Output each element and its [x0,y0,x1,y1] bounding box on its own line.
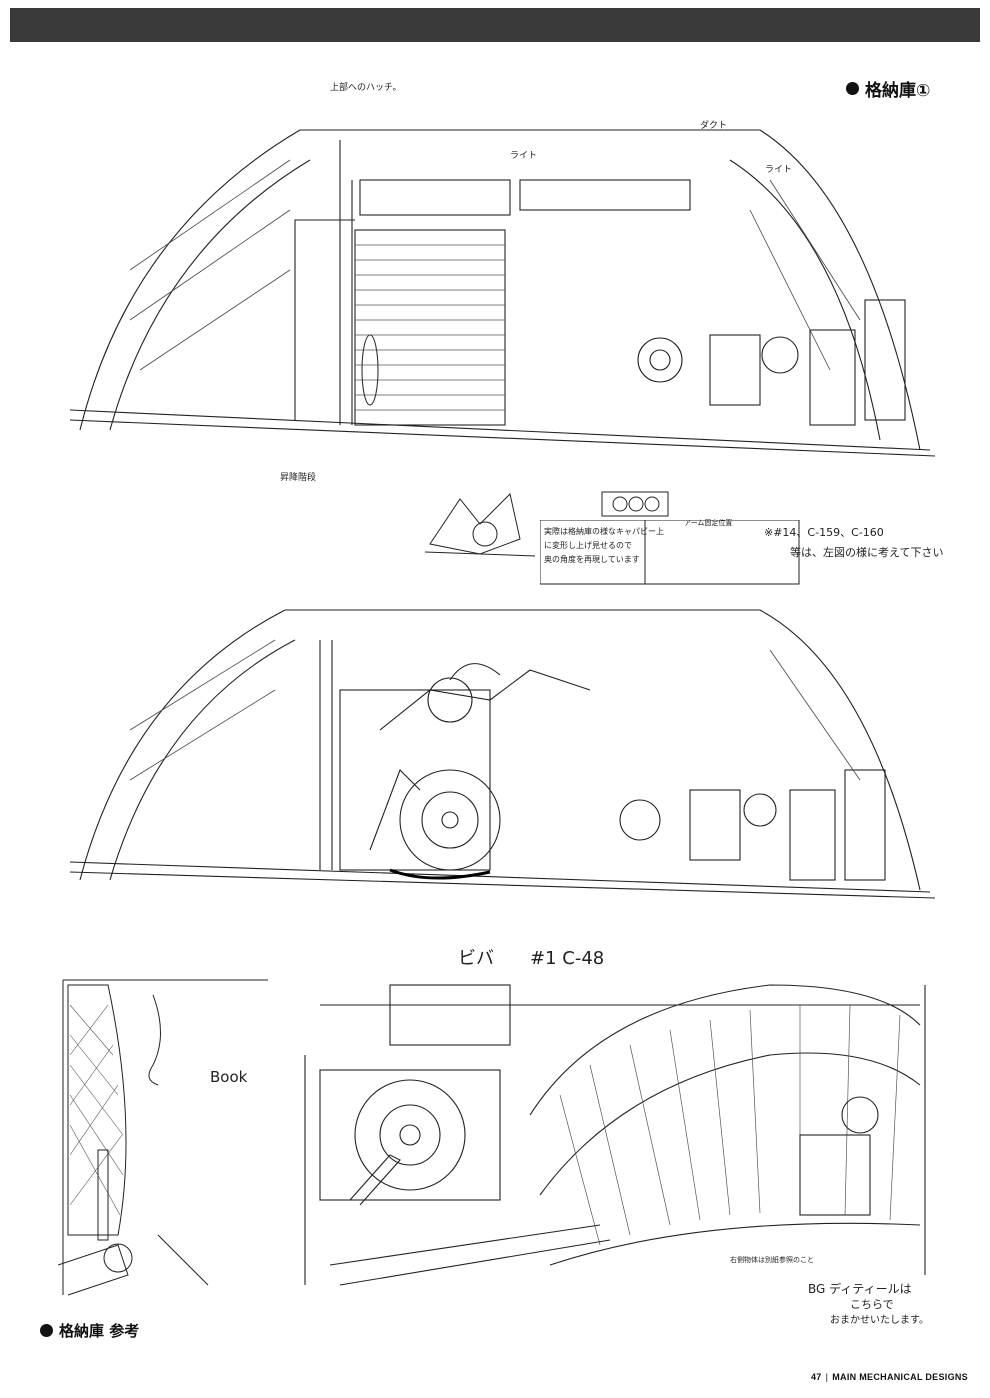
ref-note-line1: 実際は格納庫の様なキャパビー上 [544,527,664,536]
note-box-frame [540,520,800,585]
footer-separator: | [825,1372,829,1382]
hatch-annotation: 上部へのハッチ。 [330,83,402,93]
ref-note-line3: 奥の角度を再現しています [544,555,640,564]
stairs-annotation: 昇降階段 [280,473,317,483]
cut-number-note-2: 等は、左図の様に考えて下さい [790,546,944,559]
section-title: MAIN MECHANICAL DESIGNS [832,1372,968,1382]
bullet-dot [846,82,859,95]
light-annotation-2: ライト [765,165,793,175]
hangar-sketch-with-robot [70,600,935,900]
heading-hangar-1-text: 格納庫① [865,81,931,101]
top-header-bar [10,8,980,42]
panel-icons [600,490,670,518]
heading-hangar-reference-text: 格納庫 参考 [59,1322,140,1340]
reference-sketch-left [58,975,273,1305]
bg-note-line2: こちらで [850,1298,894,1311]
duct-annotation: ダクト [700,121,728,131]
top-cut-annotation: ビバ #1 C-48 [458,948,605,969]
book-annotation: Book [210,1068,248,1086]
heading-hangar-reference: 格納庫 参考 [40,1320,139,1341]
arm-position-note: アーム固定位置 [684,519,733,527]
hangar-sketch-empty [70,120,935,460]
heading-hangar-1: 格納庫① [846,76,930,101]
bg-note-line3: おまかせいたします。 [830,1315,929,1326]
bullet-dot [40,1324,53,1337]
corridor-sketch [300,965,935,1300]
small-corridor-note: 右側物体は別紙参照のこと [730,1256,814,1264]
ref-note-line2: に変形し上げ見せるので [544,541,632,550]
small-robot-sketch [420,484,540,564]
page-number: 47 [810,1372,822,1382]
cut-number-note: ※#14、C-159、C-160 [764,526,884,539]
bg-note-line1: BG ディティールは [808,1282,912,1296]
light-annotation-1: ライト [510,151,538,161]
page-footer: 47|MAIN MECHANICAL DESIGNS [811,1372,968,1382]
